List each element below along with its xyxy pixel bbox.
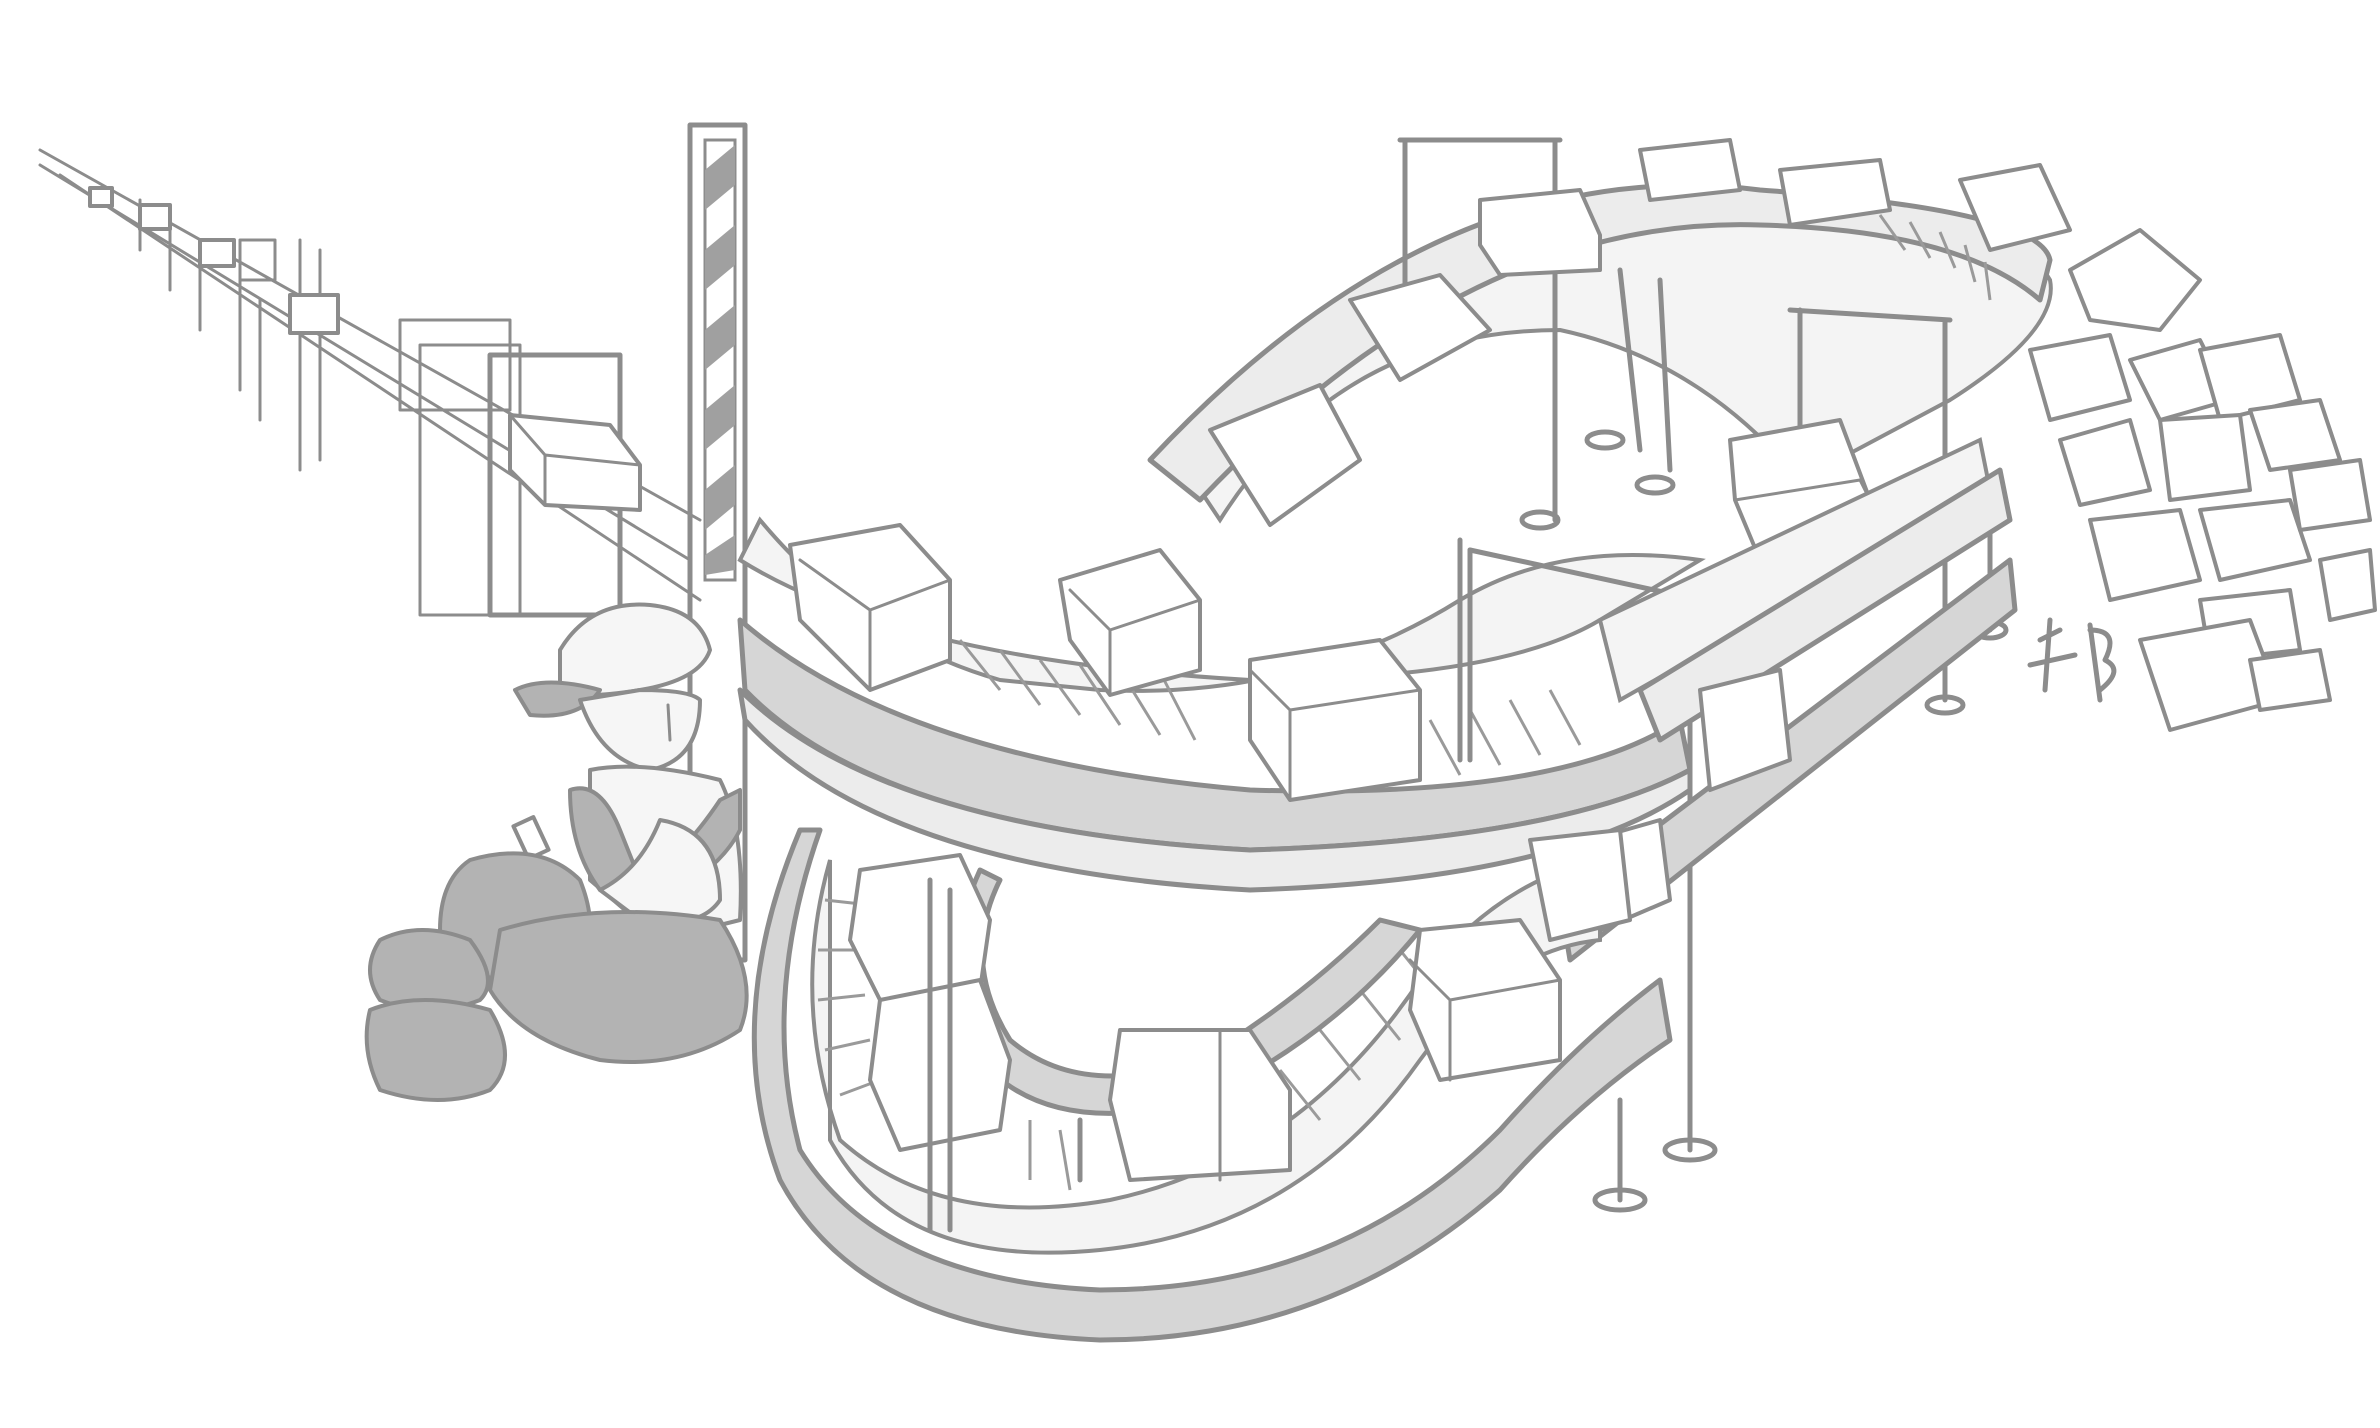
boot-right (364, 998, 507, 1102)
box-pile (2028, 228, 2377, 732)
front-gate (927, 877, 1083, 1233)
gate-frame-tall (418, 343, 522, 617)
rail-lower-front (751, 827, 1673, 1343)
gate-frame (398, 318, 512, 412)
pile-box (2058, 418, 2152, 507)
pile-box (2198, 333, 2302, 422)
distant-conveyor-line (38, 148, 702, 618)
pile-box (2028, 333, 2132, 422)
face (578, 688, 702, 772)
box (788, 523, 952, 692)
box (1408, 918, 1562, 1082)
conveyor-lower-curve (751, 827, 1673, 1343)
conveyor-upper-curve (737, 516, 1706, 893)
box (1208, 383, 1362, 527)
pile-box (2318, 548, 2377, 622)
box (1778, 158, 1892, 227)
distant-box (288, 293, 340, 335)
box (1248, 638, 1422, 802)
box (1108, 1028, 1292, 1182)
box (868, 978, 1012, 1152)
distant-box (198, 238, 236, 268)
pile-box (2068, 228, 2202, 332)
middle-gate (1457, 537, 1718, 1213)
pile-box (2088, 508, 2202, 602)
rollers-upper (958, 639, 1582, 781)
pile-box (2288, 458, 2372, 532)
distant-gate (238, 238, 277, 282)
box (1958, 163, 2072, 252)
conveyor-diagonal (1557, 437, 2018, 963)
distant-box (88, 186, 114, 208)
box (1478, 188, 1602, 277)
box (848, 853, 992, 1002)
boot-left (368, 928, 490, 1012)
distant-box (138, 203, 172, 231)
rollers-back (1878, 214, 1992, 301)
worker-figure (364, 602, 749, 1102)
box (508, 413, 642, 512)
pile-box (2198, 498, 2312, 582)
box (1348, 273, 1492, 382)
artist-signature (2027, 617, 2117, 703)
pile-box (2248, 648, 2332, 712)
pile-box (2248, 398, 2342, 472)
box (1528, 828, 1632, 942)
rollers-lower (817, 898, 1442, 1191)
legs (488, 910, 749, 1064)
cap-brim (513, 680, 602, 718)
box (1638, 138, 1742, 202)
box (1698, 668, 1792, 792)
pile-box (2158, 413, 2252, 502)
